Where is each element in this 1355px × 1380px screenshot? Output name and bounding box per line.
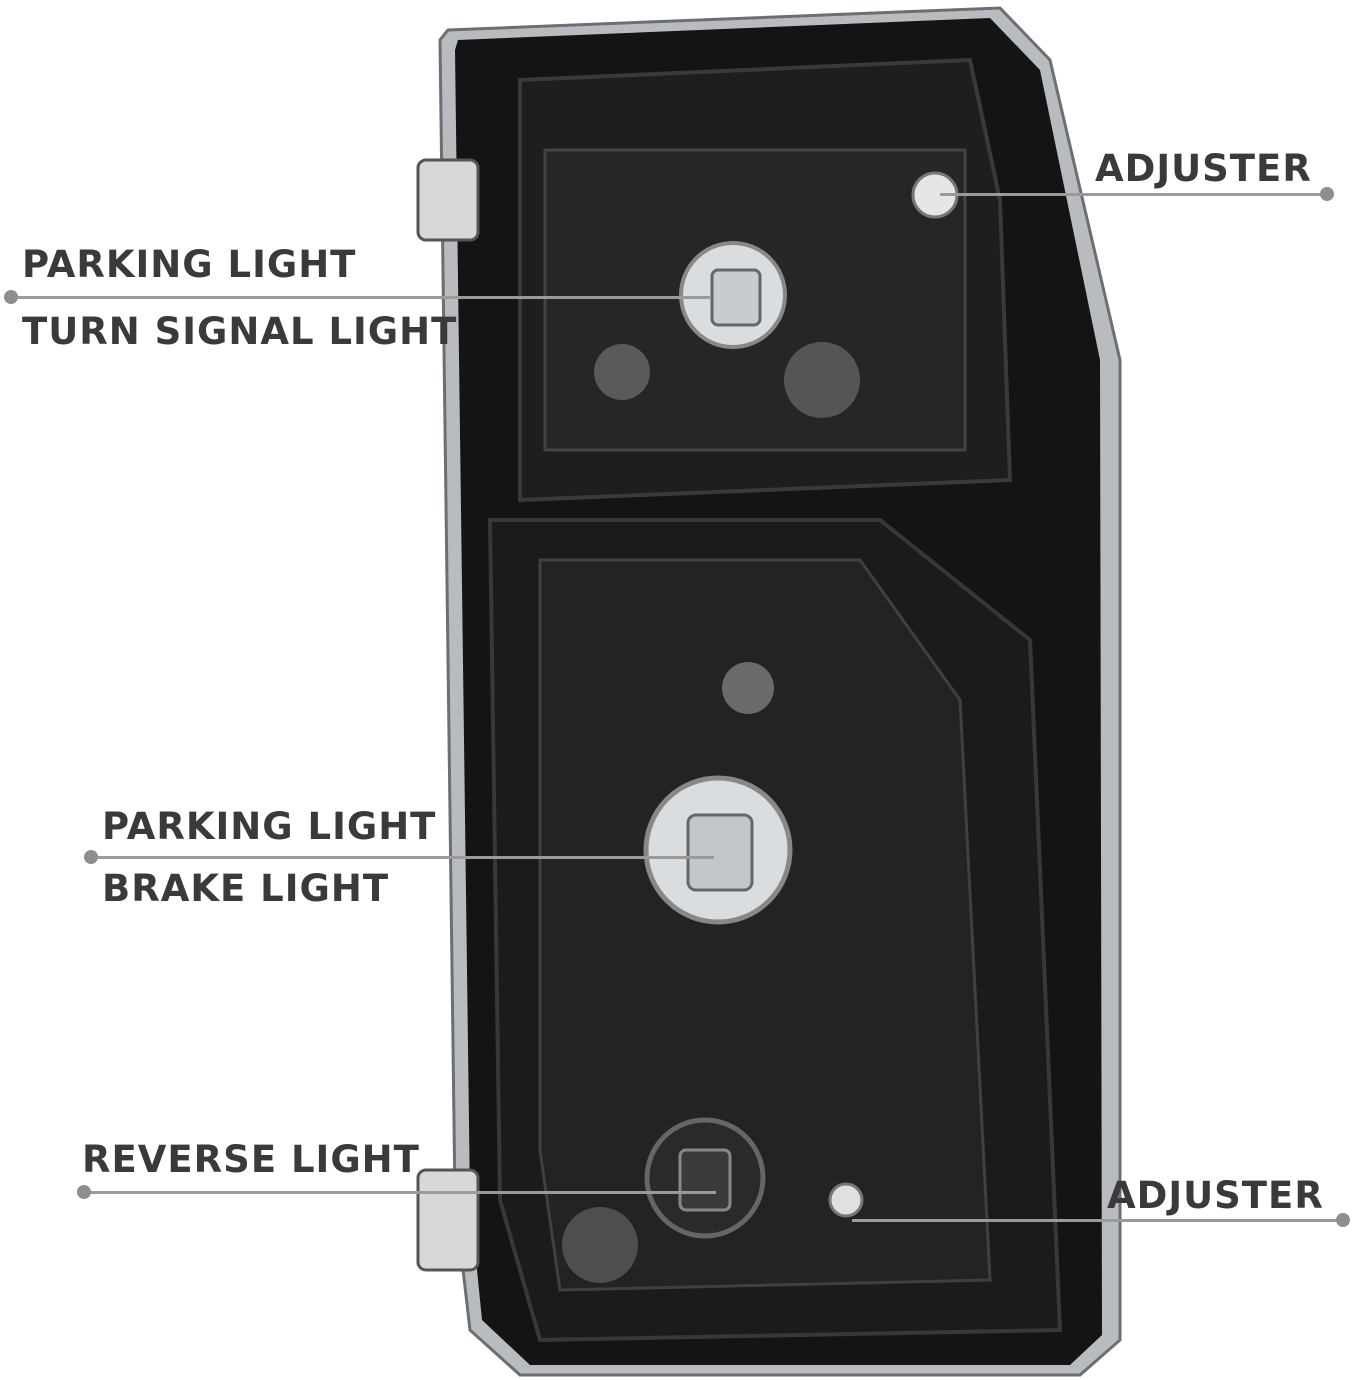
upper-plug-right	[784, 342, 860, 418]
label-parking-brake-line2: BRAKE LIGHT	[102, 867, 390, 910]
turn-signal-connector	[710, 268, 762, 327]
upper-plug-left	[594, 344, 650, 400]
leader-line-reverse	[86, 1191, 716, 1194]
reverse-connector	[678, 1148, 732, 1212]
label-parking-brake-line1: PARKING LIGHT	[102, 805, 437, 848]
label-adjuster-bottom: ADJUSTER	[1107, 1174, 1324, 1217]
leader-dot-reverse	[77, 1185, 91, 1199]
mount-clip-top	[416, 158, 480, 242]
leader-dot-parking-turn	[4, 290, 18, 304]
leader-line-parking-brake	[92, 856, 714, 859]
lower-reflector	[538, 558, 992, 1292]
leader-line-parking-turn	[10, 296, 710, 299]
mount-clip-bottom	[416, 1168, 480, 1272]
brake-connector	[686, 813, 754, 892]
leader-line-adjuster-bottom	[852, 1219, 1348, 1222]
leader-line-adjuster-top	[940, 193, 1328, 196]
vent-hole	[722, 662, 774, 714]
label-adjuster-top: ADJUSTER	[1095, 147, 1312, 190]
leader-dot-adjuster-top	[1320, 187, 1334, 201]
leader-dot-parking-brake	[84, 850, 98, 864]
label-reverse: REVERSE LIGHT	[82, 1138, 420, 1181]
leader-dot-adjuster-bottom	[1336, 1213, 1350, 1227]
adjuster-screw-bottom	[828, 1182, 864, 1218]
label-parking-turn-line2: TURN SIGNAL LIGHT	[22, 310, 458, 353]
label-parking-turn-line1: PARKING LIGHT	[22, 243, 357, 286]
lower-plug	[562, 1207, 638, 1283]
